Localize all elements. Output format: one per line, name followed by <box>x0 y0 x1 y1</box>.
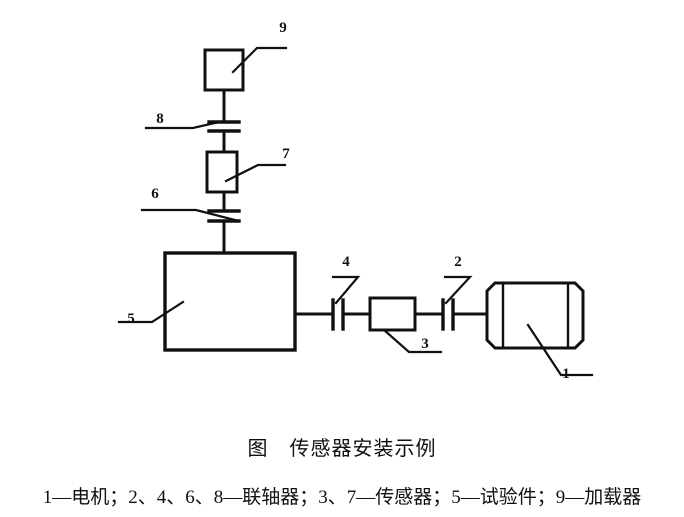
figure-caption: 图 传感器安装示例 <box>247 438 437 460</box>
sensor-box-7 <box>205 150 239 194</box>
callout-label-9: 9 <box>279 20 287 36</box>
callout-leader-2 <box>443 275 473 305</box>
callout-leader-4 <box>331 275 361 305</box>
sensor-box-3 <box>368 296 417 332</box>
motor-body-1 <box>485 281 585 350</box>
callout-label-2: 2 <box>454 254 462 270</box>
callout-leader-5 <box>117 300 185 324</box>
callout-label-6: 6 <box>151 186 159 202</box>
callout-leader-8 <box>144 120 221 130</box>
loading-device-box-9 <box>203 48 245 92</box>
sensor-installation-diagram: 9 8 7 6 5 4 3 2 1 <box>117 20 594 382</box>
figure-legend: 1—电机；2、4、6、8—联轴器；3、7—传感器；5—试验件；9—加载器 <box>42 487 642 508</box>
callout-leader-3 <box>382 328 443 354</box>
callout-label-8: 8 <box>156 111 164 127</box>
callout-leader-6 <box>140 208 241 223</box>
callout-label-1: 1 <box>562 366 570 382</box>
callout-label-3: 3 <box>421 336 429 352</box>
callout-label-4: 4 <box>342 254 350 270</box>
callout-label-7: 7 <box>282 146 290 162</box>
callout-label-5: 5 <box>127 311 135 327</box>
callout-leader-1 <box>526 323 594 377</box>
callout-leader-9 <box>231 46 288 74</box>
callout-leader-7 <box>224 163 287 183</box>
test-specimen-box-5 <box>163 251 297 352</box>
